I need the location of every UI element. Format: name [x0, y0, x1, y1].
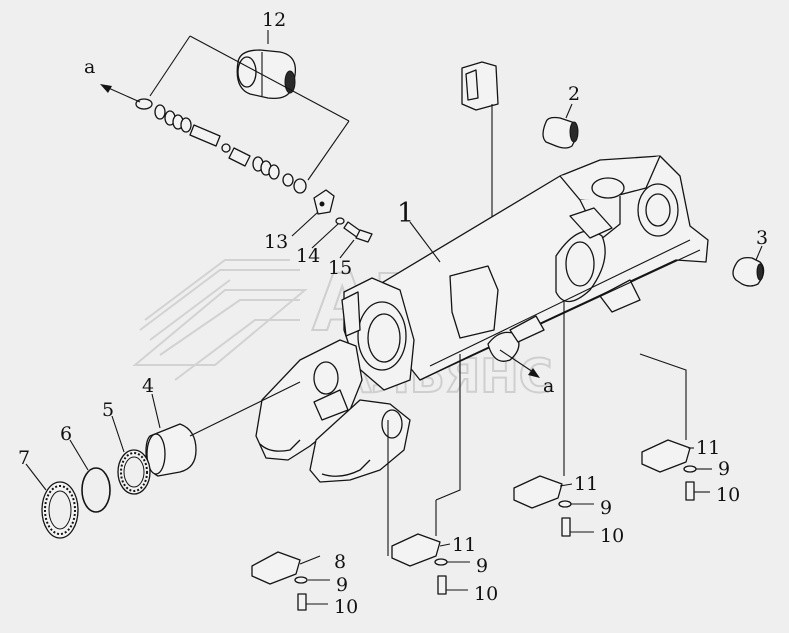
- pin-assembly: [135, 98, 307, 194]
- pad-group-11-lower: [391, 354, 461, 595]
- arrow-a-top: [100, 84, 141, 103]
- part-5-ring: [111, 415, 151, 495]
- part-14-washer: [335, 217, 345, 225]
- label-part-10-a: 10: [334, 596, 358, 618]
- label-part-8: 8: [334, 551, 346, 573]
- label-part-2: 2: [568, 83, 580, 105]
- frame-lower-arm: [255, 339, 411, 483]
- pad-group-11-middle: [513, 300, 572, 537]
- label-part-12: 12: [262, 9, 286, 31]
- leaders-13-14-15: [291, 211, 355, 259]
- part-2-bushing: [542, 103, 579, 149]
- pad-group-8: [251, 420, 389, 611]
- part-12-bracket-lines: [149, 30, 350, 181]
- label-part-14: 14: [296, 245, 320, 267]
- label-part-9-a: 9: [336, 574, 348, 596]
- part-13-plate: [313, 189, 335, 215]
- label-part-7: 7: [18, 447, 30, 469]
- label-part-10-b: 10: [474, 583, 498, 605]
- label-part-15: 15: [328, 257, 352, 279]
- label-part-11-b: 11: [574, 473, 598, 495]
- label-part-3: 3: [756, 227, 768, 249]
- part-15-bolt: [343, 221, 373, 243]
- label-part-10-d: 10: [716, 484, 740, 506]
- part-7-ring: [25, 463, 79, 539]
- part-3-bushing: [732, 245, 765, 287]
- label-part-11-a: 11: [452, 534, 476, 556]
- top-bracket: [461, 61, 499, 268]
- label-a-top: a: [84, 56, 95, 78]
- label-part-10-c: 10: [600, 525, 624, 547]
- arrow-a-mid: [499, 349, 540, 378]
- label-part-11-c: 11: [696, 437, 720, 459]
- label-part-9-b: 9: [476, 555, 488, 577]
- label-part-9-c: 9: [600, 497, 612, 519]
- label-part-6: 6: [60, 423, 72, 445]
- leader-1: [409, 221, 441, 263]
- frame-front-housing: [341, 277, 415, 391]
- label-dashes: [306, 447, 712, 605]
- label-part-5: 5: [102, 399, 114, 421]
- label-a-mid: a: [543, 375, 554, 397]
- part-4-ring: [145, 381, 301, 477]
- part-12-bushing: [236, 49, 297, 100]
- label-part-13: 13: [264, 231, 288, 253]
- pad-group-11-upper: [639, 353, 697, 501]
- part-1-main-frame: [369, 155, 709, 381]
- label-part-9-d: 9: [718, 458, 730, 480]
- part-6-snap-ring: [69, 439, 111, 513]
- label-part-1: 1: [397, 198, 414, 229]
- label-part-4: 4: [142, 375, 154, 397]
